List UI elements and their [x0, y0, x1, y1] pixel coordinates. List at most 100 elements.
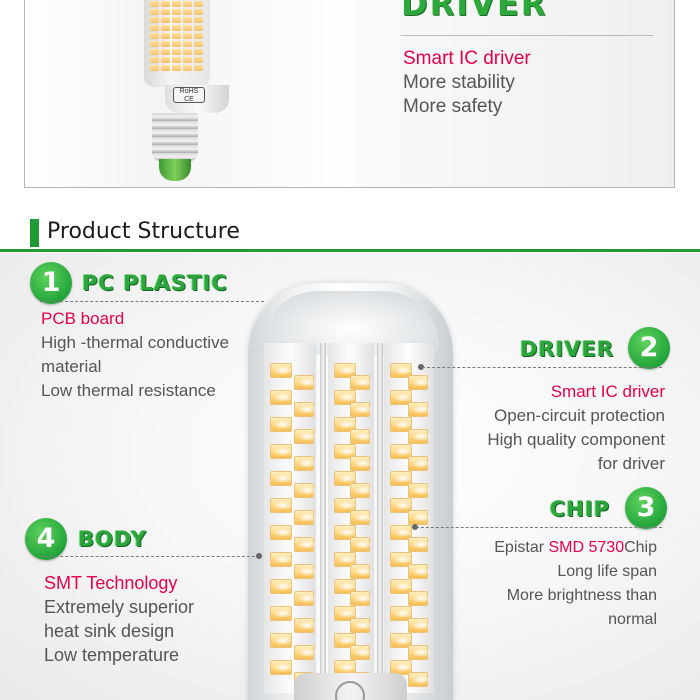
top-bulb-chips	[148, 0, 206, 71]
product-structure-panel: 1 PC PLASTIC PCB board High -thermal con…	[0, 253, 700, 700]
callout-3-leader	[416, 527, 662, 528]
led-chip	[294, 564, 317, 579]
led-chip	[390, 363, 413, 378]
led-chip	[194, 9, 203, 15]
led-chip	[334, 417, 357, 432]
callout-3-description: Epistar SMD 5730Chip Long life span More…	[420, 536, 657, 632]
led-chip	[183, 9, 192, 15]
led-chip	[270, 579, 293, 594]
led-chip	[350, 564, 373, 579]
led-chip	[150, 25, 159, 31]
led-chip	[390, 471, 413, 486]
led-chip	[270, 444, 293, 459]
led-chip	[334, 606, 357, 621]
led-chip	[172, 1, 181, 7]
led-chip	[350, 456, 373, 471]
led-chip	[350, 591, 373, 606]
led-chip	[161, 57, 170, 63]
callout-1-title: PC PLASTIC	[82, 271, 228, 295]
callout-4-title: BODY	[78, 527, 147, 551]
section-header: Product Structure	[0, 210, 700, 252]
led-chip	[390, 417, 413, 432]
top-divider	[401, 35, 653, 36]
top-bulb-screw-base	[152, 113, 198, 161]
callout-4-dot	[256, 553, 262, 559]
callout-4-line-1: SMT Technology	[44, 573, 178, 593]
led-chip	[408, 402, 431, 417]
led-chip	[334, 498, 357, 513]
callout-2-description: Smart IC driver Open-circuit protection …	[420, 380, 665, 476]
led-chip	[183, 65, 192, 71]
led-chip	[194, 49, 203, 55]
callout-2-line-2: Open-circuit protection	[493, 406, 665, 425]
led-chip	[408, 591, 431, 606]
callout-3-line-4: normal	[608, 611, 657, 628]
callout-2-badge: 2	[628, 327, 670, 369]
led-chip	[161, 49, 170, 55]
led-chip	[172, 65, 181, 71]
led-chip	[183, 33, 192, 39]
callout-2-line-1: Smart IC driver	[550, 382, 665, 401]
led-chip	[334, 471, 357, 486]
led-chip	[270, 471, 293, 486]
led-chip	[408, 645, 431, 660]
callout-1-description: PCB board High -thermal conductive mater…	[41, 307, 229, 403]
top-text-area: DRIVER Smart IC driver More stability Mo…	[355, 0, 674, 187]
callout-4-line-2: Extremely superior	[44, 597, 195, 617]
top-bulb-tip	[159, 159, 191, 181]
led-chip	[294, 375, 317, 390]
callout-3-dot	[412, 524, 418, 530]
led-chip	[183, 17, 192, 23]
led-chip	[150, 1, 159, 7]
section-accent-bar	[30, 219, 39, 247]
led-chip	[172, 49, 181, 55]
led-chip	[294, 618, 317, 633]
led-chip	[194, 57, 203, 63]
callout-4-line-4: Low temperature	[44, 645, 180, 665]
led-chip	[161, 17, 170, 23]
callout-2-dot	[418, 364, 424, 370]
callout-2-line-3: High quality component	[487, 430, 665, 449]
section-title: Product Structure	[47, 219, 240, 244]
led-chip	[350, 402, 373, 417]
led-chip	[334, 660, 357, 675]
led-chip	[390, 579, 413, 594]
callout-4-description: SMT Technology Extremely superior heat s…	[44, 571, 194, 667]
led-chip	[350, 537, 373, 552]
callout-3-line-1: Epistar SMD 5730Chip	[494, 539, 657, 556]
callout-1-line-4: Low thermal resistance	[41, 381, 216, 400]
strip-rail	[320, 343, 326, 693]
led-chip	[294, 483, 317, 498]
led-chip	[161, 9, 170, 15]
top-feature-1: Smart IC driver	[403, 48, 531, 69]
led-chip	[270, 390, 293, 405]
led-chip	[390, 390, 413, 405]
top-feature-3: More safety	[403, 96, 503, 117]
led-chip	[294, 510, 317, 525]
led-chip	[390, 660, 413, 675]
led-chip	[194, 17, 203, 23]
led-chip	[150, 9, 159, 15]
led-chip	[150, 57, 159, 63]
led-chip	[194, 33, 203, 39]
led-chip	[294, 645, 317, 660]
led-chip	[270, 552, 293, 567]
led-chip	[150, 17, 159, 23]
callout-2-title: DRIVER	[519, 337, 614, 361]
callout-1-line-1: PCB board	[41, 309, 125, 328]
led-chip	[194, 25, 203, 31]
bulb-base-ring	[335, 681, 365, 700]
led-chip	[408, 564, 431, 579]
led-chip	[172, 33, 181, 39]
led-chip	[390, 498, 413, 513]
callout-4-badge: 4	[25, 518, 67, 560]
led-chip	[390, 444, 413, 459]
led-chip	[270, 660, 293, 675]
led-chip	[161, 65, 170, 71]
led-chip	[270, 606, 293, 621]
led-chip	[334, 552, 357, 567]
led-chip	[390, 525, 413, 540]
led-chip	[270, 417, 293, 432]
